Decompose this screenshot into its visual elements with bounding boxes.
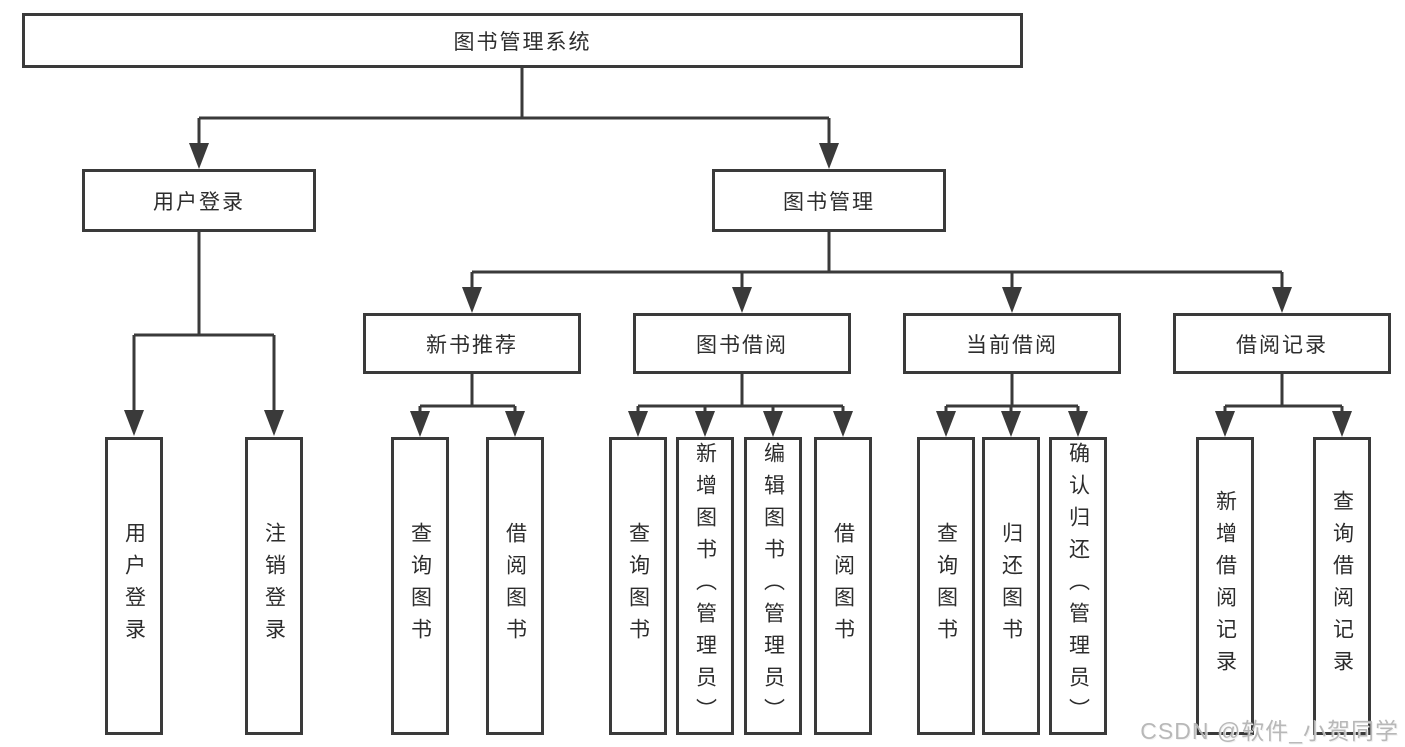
leaf-borrow-books-2: 借阅图书 [814,437,872,735]
leaf-user-login: 用户登录 [105,437,163,735]
node-book-borrow: 图书借阅 [633,313,851,374]
leaf-query-books-1: 查询图书 [391,437,449,735]
leaf-add-borrow-record: 新增借阅记录 [1196,437,1254,735]
node-root-library-system: 图书管理系统 [22,13,1023,68]
node-borrow-records: 借阅记录 [1173,313,1391,374]
leaf-query-books-1-label: 查询图书 [408,522,432,650]
leaf-user-login-label: 用户登录 [122,522,146,650]
leaf-query-borrow-record: 查询借阅记录 [1313,437,1371,735]
leaf-query-borrow-record-label: 查询借阅记录 [1330,490,1354,682]
node-current-borrow: 当前借阅 [903,313,1121,374]
node-current-borrow-label: 当前借阅 [966,333,1058,357]
leaf-logout-label: 注销登录 [262,522,286,650]
leaf-borrow-books-2-label: 借阅图书 [831,522,855,650]
node-new-book-recommend: 新书推荐 [363,313,581,374]
node-root-label: 图书管理系统 [453,30,592,54]
csdn-watermark: CSDN @软件_小贺同学 [1140,718,1399,744]
node-borrow-records-label: 借阅记录 [1236,333,1328,357]
leaf-borrow-books-1-label: 借阅图书 [503,522,527,650]
leaf-edit-book-admin-label: 编辑图书（管理员） [761,442,785,730]
leaf-query-books-3: 查询图书 [917,437,975,735]
leaf-query-books-2-label: 查询图书 [626,522,650,650]
node-book-borrow-label: 图书借阅 [696,333,788,357]
leaf-add-borrow-record-label: 新增借阅记录 [1213,490,1237,682]
node-user-login: 用户登录 [82,169,316,232]
leaf-add-book-admin-label: 新增图书（管理员） [693,442,717,730]
node-book-management: 图书管理 [712,169,946,232]
node-user-login-label: 用户登录 [153,190,245,214]
leaf-return-books: 归还图书 [982,437,1040,735]
leaf-confirm-return-admin-label: 确认归还（管理员） [1066,442,1090,730]
leaf-borrow-books-1: 借阅图书 [486,437,544,735]
leaf-return-books-label: 归还图书 [999,522,1023,650]
leaf-query-books-2: 查询图书 [609,437,667,735]
node-book-management-label: 图书管理 [783,190,875,214]
leaf-edit-book-admin: 编辑图书（管理员） [744,437,802,735]
node-new-book-recommend-label: 新书推荐 [426,333,518,357]
leaf-confirm-return-admin: 确认归还（管理员） [1049,437,1107,735]
leaf-add-book-admin: 新增图书（管理员） [676,437,734,735]
leaf-logout: 注销登录 [245,437,303,735]
leaf-query-books-3-label: 查询图书 [934,522,958,650]
